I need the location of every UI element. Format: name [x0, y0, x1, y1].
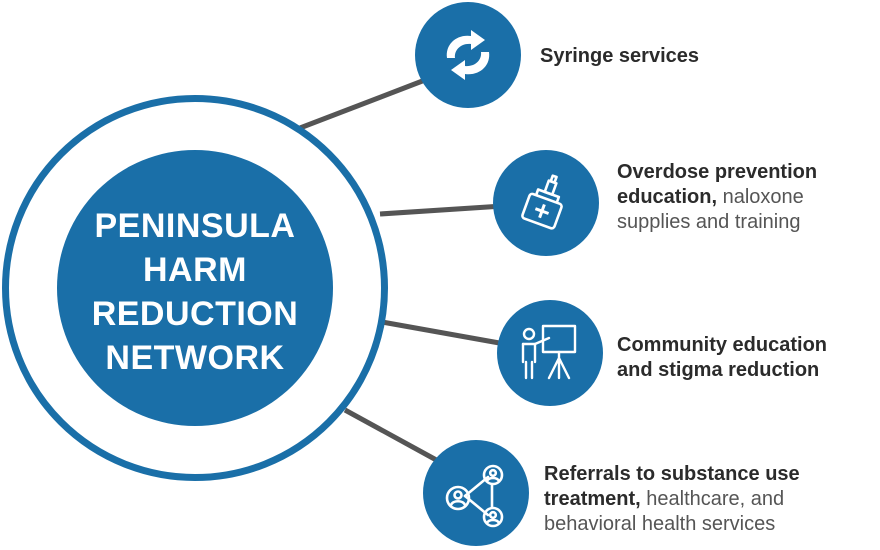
service-bold-text: and stigma reduction	[617, 359, 820, 381]
service-bold-text: education,	[617, 186, 718, 208]
naloxone-kit-icon	[521, 174, 563, 230]
hub-circle: PENINSULA HARM REDUCTION NETWORK	[57, 150, 333, 426]
service-bold-text: Syringe services	[540, 45, 699, 67]
connector-overdose	[379, 203, 504, 217]
syringe-services-label: Syringe services	[540, 44, 699, 69]
syringe-services-node	[415, 2, 521, 108]
overdose-prevention-label: Overdose prevention education, naloxone …	[617, 160, 817, 235]
hub-title: PENINSULA HARM REDUCTION NETWORK	[92, 204, 299, 380]
connector-referrals	[343, 407, 442, 465]
referrals-node	[423, 440, 529, 546]
service-bold-text: treatment,	[544, 488, 641, 510]
hub-title-line: NETWORK	[105, 339, 285, 377]
recycle-arrows-icon	[446, 30, 490, 80]
service-detail-text: naloxone	[722, 186, 804, 208]
network-people-icon	[445, 464, 504, 528]
presenter-easel-icon	[521, 324, 577, 380]
hub-title-line: PENINSULA	[94, 207, 296, 245]
community-education-label: Community education and stigma reduction	[617, 333, 827, 383]
referrals-label: Referrals to substance use treatment, he…	[544, 462, 800, 537]
community-education-node	[497, 300, 603, 406]
service-bold-text: Referrals to substance use	[544, 463, 800, 485]
service-detail-text: supplies and training	[617, 211, 801, 233]
service-bold-text: Community education	[617, 334, 828, 356]
service-detail-text: behavioral health services	[544, 513, 776, 535]
connector-community	[381, 319, 506, 347]
connector-syringe	[299, 77, 426, 131]
overdose-prevention-node	[493, 150, 599, 256]
hub-title-line: REDUCTION	[91, 295, 299, 333]
service-detail-text: healthcare, and	[646, 488, 785, 510]
service-bold-text: Overdose prevention	[617, 161, 818, 183]
hub-title-line: HARM	[143, 251, 247, 289]
